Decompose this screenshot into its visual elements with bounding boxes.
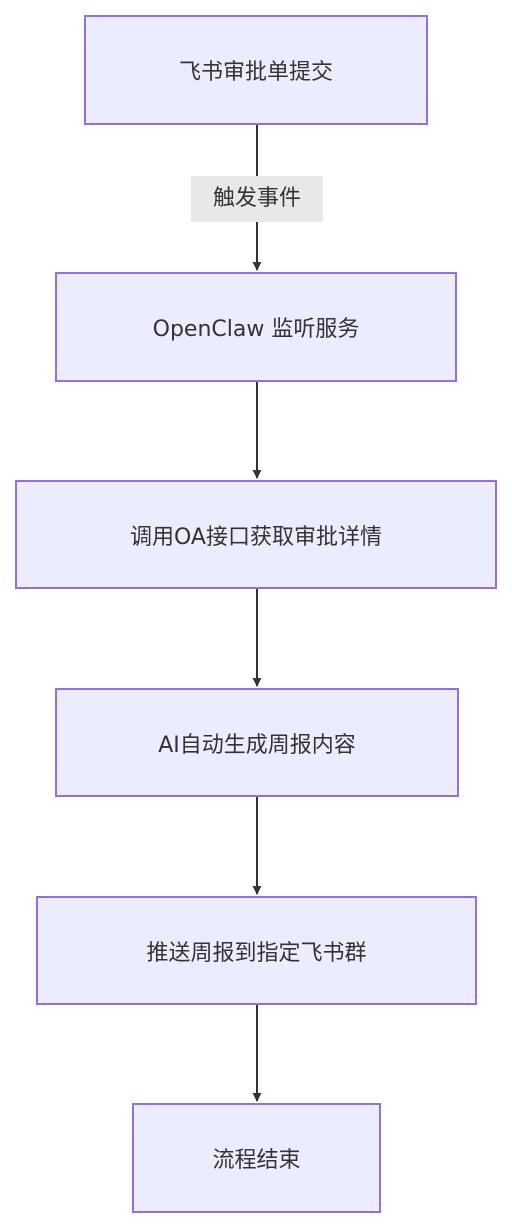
node-end-label: 流程结束 [212, 1148, 301, 1173]
node-push-label: 推送周报到指定飞书群 [146, 940, 367, 966]
node-fetch: 调用OA接口获取审批详情 [15, 480, 497, 589]
node-generate-label: AI自动生成周报内容 [158, 732, 356, 758]
node-generate: AI自动生成周报内容 [55, 688, 459, 797]
node-listen: OpenClaw 监听服务 [55, 272, 457, 382]
node-listen-label: OpenClaw 监听服务 [152, 317, 360, 342]
node-submit-label: 飞书审批单提交 [178, 60, 333, 85]
node-fetch-label: 调用OA接口获取审批详情 [130, 524, 382, 550]
edge-label-trigger-event: 触发事件 [191, 176, 323, 222]
node-push: 推送周报到指定飞书群 [36, 896, 477, 1005]
node-end: 流程结束 [132, 1103, 381, 1213]
node-submit: 飞书审批单提交 [84, 15, 428, 125]
